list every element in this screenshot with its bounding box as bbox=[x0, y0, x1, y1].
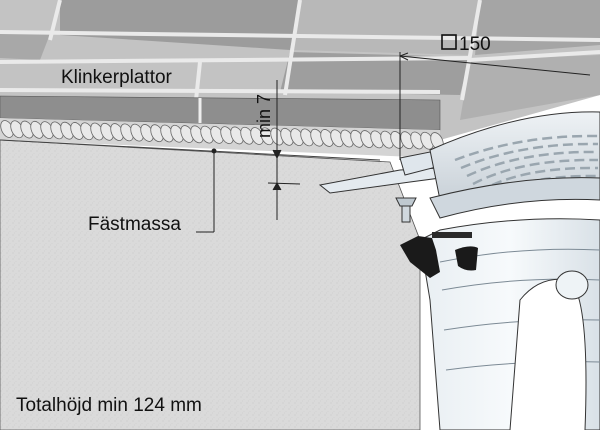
adhesive-layer bbox=[0, 118, 444, 158]
min-thickness-label: min 7 bbox=[254, 94, 274, 138]
adhesive-label: Fästmassa bbox=[88, 214, 181, 235]
clamp-screw bbox=[395, 197, 417, 223]
floor-drain bbox=[395, 111, 600, 430]
clamping-flange bbox=[318, 151, 441, 194]
gasket bbox=[400, 232, 478, 278]
tiles-label: Klinkerplattor bbox=[61, 67, 173, 88]
total-height-label: Totalhöjd min 124 mm bbox=[16, 395, 202, 416]
grate-slot bbox=[466, 150, 599, 178]
grate-slot bbox=[460, 142, 599, 170]
square-dimension-icon bbox=[441, 34, 457, 50]
grate-slot bbox=[454, 134, 599, 162]
concrete-block bbox=[0, 139, 421, 430]
dimension-lines bbox=[196, 52, 591, 233]
grate-slot bbox=[478, 166, 599, 194]
dimension-value: 150 bbox=[459, 34, 491, 55]
grate-slot bbox=[472, 158, 599, 186]
dimension-150-label: 150 bbox=[441, 34, 491, 55]
